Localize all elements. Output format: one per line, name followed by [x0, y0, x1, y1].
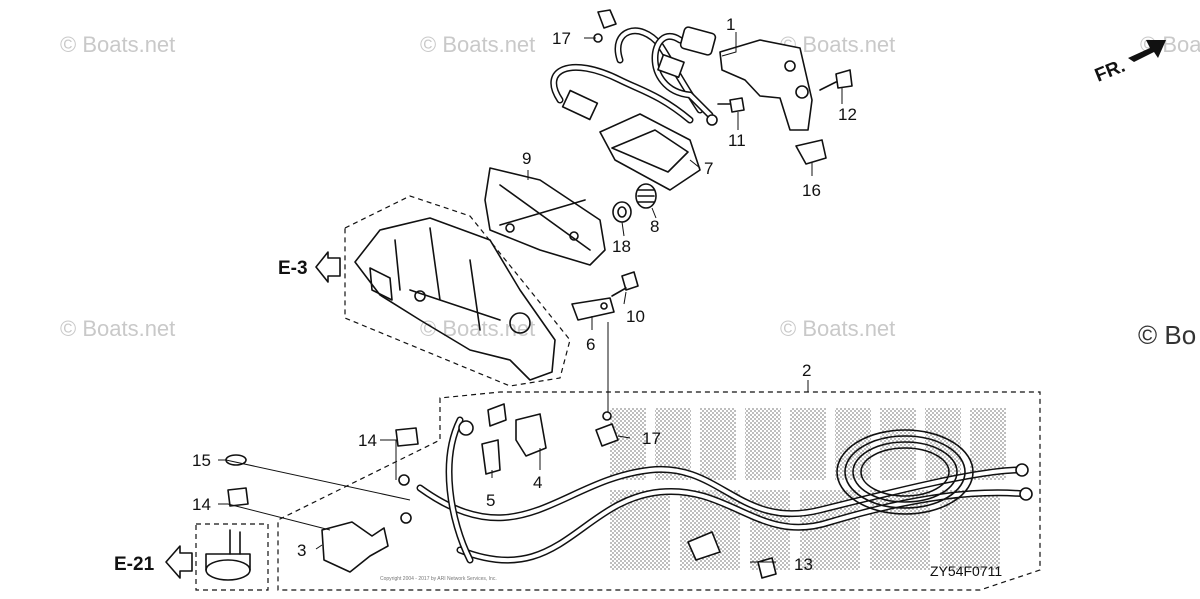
- callout-9: 9: [522, 149, 531, 168]
- part-7-module: [599, 113, 701, 191]
- watermark-edge: © Bo: [1138, 320, 1196, 350]
- cable-group-frame: [277, 391, 1041, 591]
- part-17-clip-mid: [595, 411, 619, 447]
- upper-harness: [550, 26, 718, 126]
- reference-e21-label: E-21: [114, 554, 155, 575]
- callout-2: 2: [802, 361, 811, 380]
- part-1-bracket: [719, 39, 813, 131]
- callout-1: 1: [726, 15, 735, 34]
- callout-11: 11: [728, 131, 746, 150]
- arrow-left-icon: [165, 545, 193, 579]
- callout-18: 18: [612, 237, 631, 256]
- part-10-bolt: [611, 271, 639, 297]
- callout-13: 13: [794, 555, 813, 574]
- diagram-code: ZY54F0711: [930, 563, 1002, 579]
- callout-7: 7: [704, 159, 713, 178]
- leader-lines: [218, 32, 843, 563]
- part-14-nut-bottom: [227, 487, 249, 507]
- part-8-spring: [635, 183, 657, 209]
- part-5-cap: [481, 439, 501, 475]
- callout-14-top: 14: [358, 431, 377, 450]
- callout-4: 4: [533, 473, 542, 492]
- copyright-line: Copyright 2004 - 2017 by ARI Network Ser…: [380, 576, 497, 582]
- part-6-bracket: [571, 297, 615, 321]
- part-16-clip: [795, 139, 827, 165]
- watermark: © Boats.net: [420, 32, 535, 57]
- callout-17-top: 17: [552, 29, 571, 48]
- reference-e3-label: E-3: [278, 258, 308, 279]
- bracket-group-frame: [344, 195, 571, 387]
- part-13-bolt: [757, 557, 777, 579]
- watermark: © Boats.net: [780, 316, 895, 341]
- part-18-collar: [612, 201, 632, 223]
- callout-6: 6: [586, 335, 595, 354]
- part-3-boot: [321, 521, 389, 573]
- part-2-battery-cable: [398, 403, 1033, 564]
- part-4-boot: [515, 413, 547, 457]
- front-arrow-icon: [1128, 40, 1166, 62]
- callout-10: 10: [626, 307, 645, 326]
- front-indicator: FR.: [1092, 40, 1166, 87]
- front-label: FR.: [1092, 56, 1128, 87]
- mounting-bracket: [354, 217, 556, 381]
- starter-group-frame: [195, 523, 269, 591]
- callout-5: 5: [486, 491, 495, 510]
- callout-14-bottom: 14: [192, 495, 211, 514]
- reference-e3: E-3: [278, 251, 341, 283]
- callout-8: 8: [650, 217, 659, 236]
- callout-12: 12: [838, 105, 857, 124]
- watermark: © Boats.net: [420, 316, 535, 341]
- reference-e21: E-21: [114, 545, 193, 579]
- callout-15: 15: [192, 451, 211, 470]
- arrow-left-icon: [315, 251, 341, 283]
- part-9-plate: [484, 167, 606, 266]
- callout-17-mid: 17: [642, 429, 661, 448]
- watermark: © Boats.net: [60, 32, 175, 57]
- watermark: © Boats.net: [60, 316, 175, 341]
- part-14-nut-top: [395, 427, 419, 447]
- part-17-clip-top: [593, 9, 617, 43]
- part-12-bolt: [819, 69, 853, 91]
- callout-3: 3: [297, 541, 306, 560]
- part-11-bolt: [717, 97, 745, 113]
- callout-16: 16: [802, 181, 821, 200]
- starter-solenoid: [205, 529, 251, 581]
